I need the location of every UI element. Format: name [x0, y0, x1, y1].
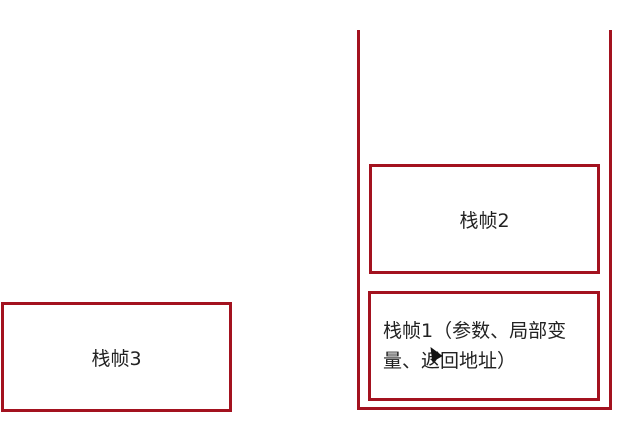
stack-frame-2: 栈帧2: [369, 164, 600, 274]
stack-frame-2-label: 栈帧2: [459, 209, 510, 232]
stack-frame-1: 栈帧1（参数、局部变量、返回地址）: [368, 291, 600, 401]
stack-frame-3: 栈帧3: [1, 302, 232, 412]
stack-frame-1-label: 栈帧1（参数、局部变量、返回地址）: [383, 320, 567, 372]
stack-frame-3-label: 栈帧3: [91, 347, 142, 370]
call-stack-container: [357, 30, 612, 410]
